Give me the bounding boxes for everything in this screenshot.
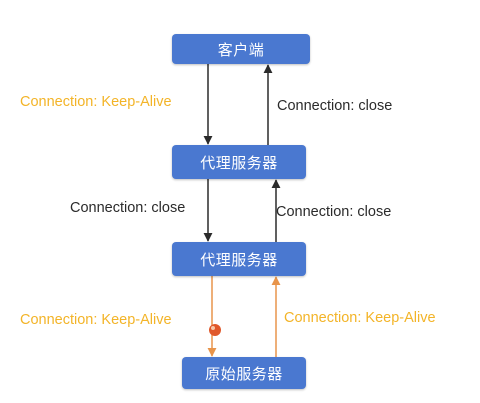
- client-node: 客户端: [172, 34, 310, 64]
- origin-server-node: 原始服务器: [182, 357, 306, 389]
- proxy-server-node-2: 代理服务器: [172, 242, 306, 276]
- label-proxy2-to-origin: Connection: Keep-Alive: [20, 312, 172, 328]
- cursor-dot-highlight: [211, 326, 215, 330]
- label-proxy1-to-client: Connection: close: [277, 98, 393, 114]
- label-proxy1-to-proxy2: Connection: close: [70, 200, 186, 216]
- label-proxy2-to-proxy1: Connection: close: [276, 204, 392, 220]
- proxy-server-node-1: 代理服务器: [172, 145, 306, 179]
- label-client-to-proxy1: Connection: Keep-Alive: [20, 94, 172, 110]
- label-origin-to-proxy2: Connection: Keep-Alive: [284, 310, 436, 326]
- cursor-dot-icon: [209, 324, 221, 336]
